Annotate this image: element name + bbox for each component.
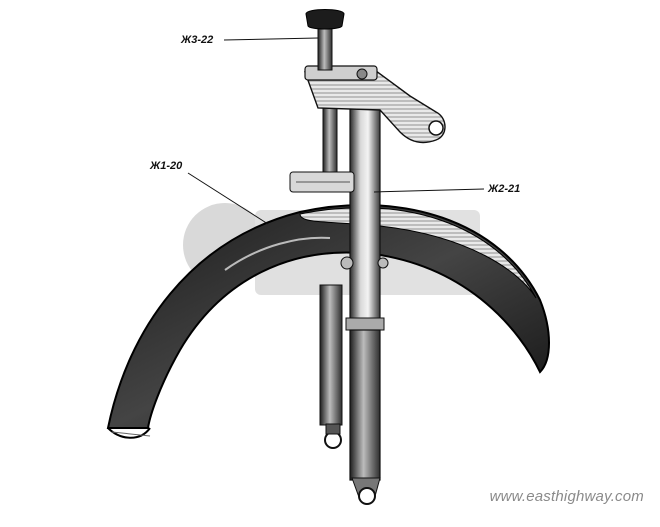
right-fork-leg — [340, 89, 389, 505]
callout-label-right: Ж2-21 — [488, 183, 521, 195]
damper-knob — [305, 9, 345, 71]
callout-label-top: Ж3-22 — [181, 34, 214, 46]
leader-line-top — [223, 37, 319, 41]
leader-line-left — [187, 172, 269, 225]
leader-line-right — [373, 188, 485, 193]
watermark-url: www.easthighway.com — [489, 488, 644, 505]
leader-lines — [187, 37, 485, 225]
fender — [106, 204, 550, 439]
callout-label-left: Ж1-20 — [150, 160, 183, 172]
